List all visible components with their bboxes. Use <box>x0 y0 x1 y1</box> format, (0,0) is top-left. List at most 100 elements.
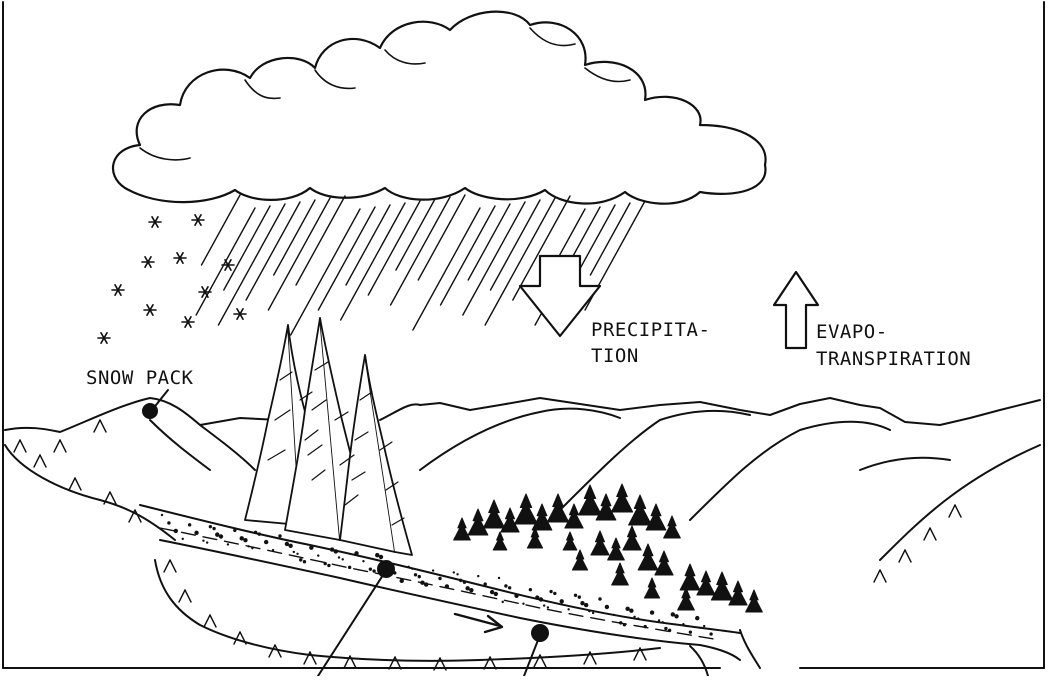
root-mark <box>103 491 117 505</box>
root-mark <box>343 655 357 669</box>
root-mark <box>53 439 67 453</box>
gravel-dot <box>243 538 248 543</box>
rain-streak <box>439 205 496 306</box>
rain-streak <box>345 204 391 286</box>
gravel-dot <box>327 563 331 568</box>
root-mark <box>128 509 142 523</box>
root-mark <box>633 647 647 661</box>
gravel-dot <box>292 550 296 554</box>
fir-tree-icon <box>284 317 341 541</box>
gravel-dot <box>501 600 504 604</box>
gravel-dot <box>567 608 570 611</box>
conifer-tree <box>514 493 538 525</box>
gravel-dot <box>604 604 610 610</box>
gravel-dot <box>208 524 213 529</box>
gravel-dot <box>302 560 307 564</box>
conifer-tree <box>645 503 667 531</box>
conifer-tree <box>492 531 508 551</box>
conifer-tree <box>622 525 642 551</box>
rain-streak <box>290 208 361 336</box>
conifer-tree <box>643 577 661 599</box>
cloud-icon <box>111 10 767 205</box>
conifer-tree <box>637 543 659 571</box>
gravel-dot <box>278 534 282 538</box>
gravel-dot <box>378 554 384 560</box>
cloud-inner-lines <box>139 27 631 161</box>
gravel-dot <box>239 536 244 541</box>
gravel-dot <box>695 615 700 621</box>
evapotranspiration-label-line2: TRANSPIRATION <box>816 348 972 370</box>
gravel-dot <box>205 541 209 544</box>
gravel-dot <box>337 556 341 559</box>
gravel-dot <box>218 534 224 539</box>
gravel-dot <box>477 574 480 578</box>
root-mark <box>33 454 47 468</box>
rain-streak <box>273 199 316 276</box>
gravel-dot <box>469 587 474 593</box>
gravel-dot <box>299 558 303 562</box>
gravel-dot <box>288 543 293 549</box>
gravel-dot <box>588 609 591 613</box>
conifer-tree <box>677 587 695 611</box>
root-mark <box>583 651 597 665</box>
gravel-dot <box>296 552 299 555</box>
gravel-dot <box>212 526 216 531</box>
gravel-dot <box>549 589 553 594</box>
root-mark <box>68 477 82 491</box>
gravel-dot <box>271 548 275 552</box>
gravel-dot <box>538 597 544 602</box>
root-mark <box>233 631 247 645</box>
gravel-dot <box>173 528 179 534</box>
gravel-dot <box>160 513 164 517</box>
root-mark <box>923 527 937 541</box>
conifer-tree <box>607 537 625 561</box>
root-mark <box>898 549 912 563</box>
conifer-tree <box>546 493 570 523</box>
snowflake-icon <box>221 259 235 271</box>
conifer-tree <box>610 483 634 513</box>
rain-streak <box>389 196 451 306</box>
frame-border <box>2 1 1045 669</box>
rain-streak <box>589 202 631 276</box>
gravel-dot <box>284 541 290 547</box>
snowflake-icon <box>173 252 187 264</box>
root-mark <box>873 569 887 583</box>
gravel-dot <box>413 573 418 577</box>
gravel-dot <box>661 621 664 624</box>
gravel-dot <box>507 586 512 590</box>
rain-streak <box>223 205 271 291</box>
gravel-dot <box>625 606 630 612</box>
precipitation-label-line1: PRECIPITA- <box>591 319 711 341</box>
rain-streak <box>467 203 511 281</box>
gravel-dot <box>167 521 171 525</box>
conifer-tree <box>710 571 734 601</box>
ground-root-marks <box>13 419 962 671</box>
rain-streak <box>489 199 541 291</box>
root-mark <box>13 439 27 453</box>
down-arrow-icon <box>518 254 602 338</box>
gravel-dot <box>664 626 668 631</box>
gravel-dot <box>375 552 380 558</box>
gravel-dot <box>452 571 456 574</box>
root-mark <box>203 614 217 628</box>
stream-channel <box>139 504 761 677</box>
groundwater-pointer <box>523 624 549 677</box>
gravel-dot <box>309 545 314 550</box>
gravel-dot <box>670 612 676 617</box>
gravel-dot <box>643 624 647 629</box>
rain-streak <box>367 200 421 296</box>
gravel-dot <box>598 597 602 601</box>
root-mark <box>93 419 107 433</box>
gravel-dot <box>368 567 373 571</box>
gravel-dot <box>354 551 359 556</box>
gravel-dot <box>194 530 199 535</box>
conifer-tree <box>663 515 681 539</box>
gravel-dot <box>407 565 410 569</box>
background-mountains <box>379 397 1041 561</box>
gravel-dot <box>612 613 616 617</box>
gravel-dot <box>688 630 693 634</box>
root-mark <box>268 644 282 658</box>
rain-streak <box>295 195 346 286</box>
snow-pack-pointer <box>142 389 169 419</box>
gravel-dot <box>682 623 685 626</box>
